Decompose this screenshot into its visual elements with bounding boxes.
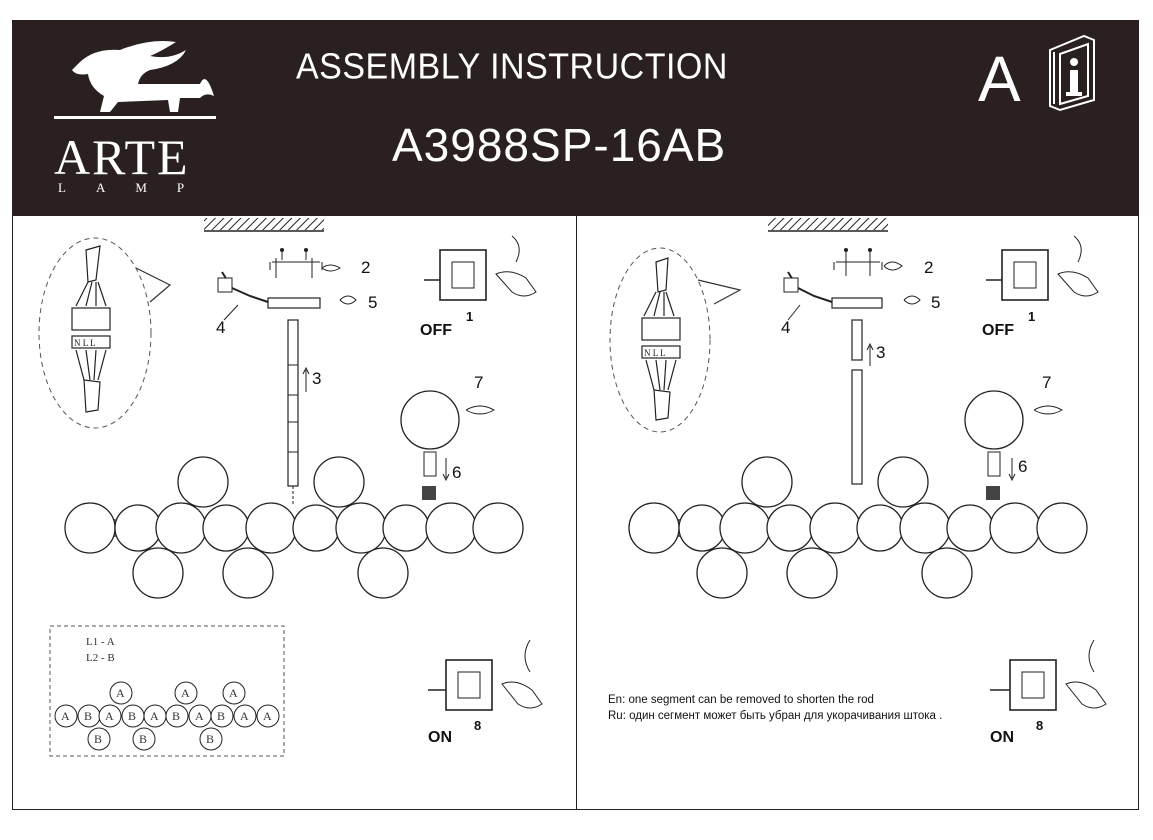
switch-on-label: ON bbox=[990, 729, 1014, 746]
schema-b: B bbox=[206, 732, 215, 746]
note-ru: Ru: один сегмент может быть убран для ук… bbox=[608, 710, 943, 722]
step-8-label: 8 bbox=[474, 718, 482, 733]
switch-on-box bbox=[1009, 659, 1057, 711]
step-2-label: 2 bbox=[924, 258, 934, 277]
ceiling-hatch bbox=[768, 218, 888, 230]
step-7-label: 7 bbox=[474, 373, 484, 392]
step-3-label: 3 bbox=[312, 369, 322, 388]
step-5-label: 5 bbox=[368, 293, 378, 312]
switch-off-box bbox=[439, 249, 487, 301]
step-4-label: 4 bbox=[216, 318, 226, 337]
schema-b: B bbox=[94, 732, 103, 746]
step-7-label: 7 bbox=[1042, 373, 1052, 392]
bulb bbox=[987, 451, 1001, 477]
page-title: ASSEMBLY INSTRUCTION bbox=[296, 47, 728, 87]
language-badge: A bbox=[978, 43, 1021, 115]
schema-b: B bbox=[128, 709, 137, 723]
schema-a: A bbox=[240, 709, 249, 723]
switch-off-label: OFF bbox=[420, 322, 452, 339]
step-1-label: 1 bbox=[466, 309, 474, 324]
terminal-labels-left: N L L bbox=[74, 338, 96, 348]
canopy bbox=[831, 297, 883, 309]
switch-off-label: OFF bbox=[982, 322, 1014, 339]
switch-off-box bbox=[1001, 249, 1049, 301]
schema-b: B bbox=[84, 709, 93, 723]
step-3-label: 3 bbox=[876, 343, 886, 362]
note-en: En: one segment can be removed to shorte… bbox=[608, 694, 874, 706]
step-6-label: 6 bbox=[1018, 457, 1028, 476]
step-5-label: 5 bbox=[931, 293, 941, 312]
glass-globe bbox=[964, 390, 1024, 450]
suspension-rod bbox=[851, 369, 863, 485]
schema-a: A bbox=[229, 686, 238, 700]
switch-on-label: ON bbox=[428, 729, 452, 746]
step-2-label: 2 bbox=[361, 258, 371, 277]
schema-b: B bbox=[172, 709, 181, 723]
ceiling-hatch bbox=[204, 218, 324, 230]
brand-name: ARTE bbox=[54, 129, 190, 185]
step-4-label: 4 bbox=[781, 318, 791, 337]
model-number: A3988SP-16AB bbox=[392, 119, 727, 171]
wiring-detail-bubble bbox=[38, 237, 152, 429]
terminal-labels-right: N L L bbox=[644, 348, 666, 358]
schema-a: A bbox=[116, 686, 125, 700]
brand-subtitle: LAMP bbox=[58, 180, 215, 195]
step-8-label: 8 bbox=[1036, 718, 1044, 733]
step-1-label: 1 bbox=[1028, 309, 1036, 324]
switch-on-box bbox=[445, 659, 493, 711]
schema-b: B bbox=[217, 709, 226, 723]
schema-b: B bbox=[139, 732, 148, 746]
legend-l2: L2 - B bbox=[86, 652, 115, 664]
legend-l1: L1 - A bbox=[86, 636, 115, 648]
glass-globe bbox=[400, 390, 460, 450]
chandelier-globes bbox=[64, 456, 524, 599]
schema-a: A bbox=[150, 709, 159, 723]
schema-a: A bbox=[181, 686, 190, 700]
step-6-label: 6 bbox=[452, 463, 462, 482]
bulb bbox=[423, 451, 437, 477]
chandelier-globes bbox=[628, 456, 1088, 599]
schema-a: A bbox=[263, 709, 272, 723]
suspension-rod-short bbox=[851, 319, 863, 361]
schema-a: A bbox=[105, 709, 114, 723]
canopy bbox=[267, 297, 321, 309]
panel-divider bbox=[576, 216, 577, 810]
schema-a: A bbox=[61, 709, 70, 723]
wiring-detail-bubble bbox=[609, 247, 711, 433]
schema-a: A bbox=[195, 709, 204, 723]
